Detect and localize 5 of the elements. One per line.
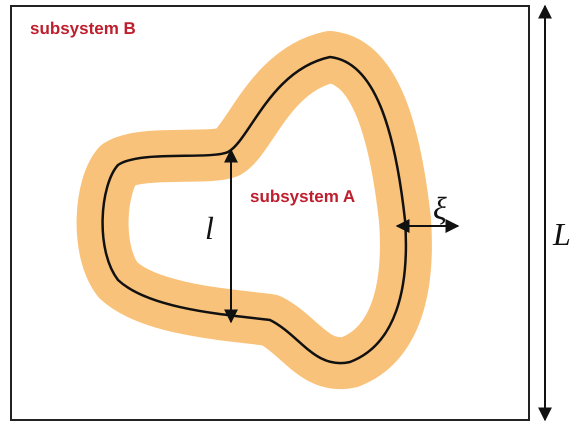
region-label: subsystem A (250, 188, 356, 205)
dimension-label: l (205, 212, 214, 244)
dimension-label: L (553, 218, 571, 250)
dimension-label: ξ (433, 192, 447, 224)
region-label: subsystem B (30, 20, 136, 37)
